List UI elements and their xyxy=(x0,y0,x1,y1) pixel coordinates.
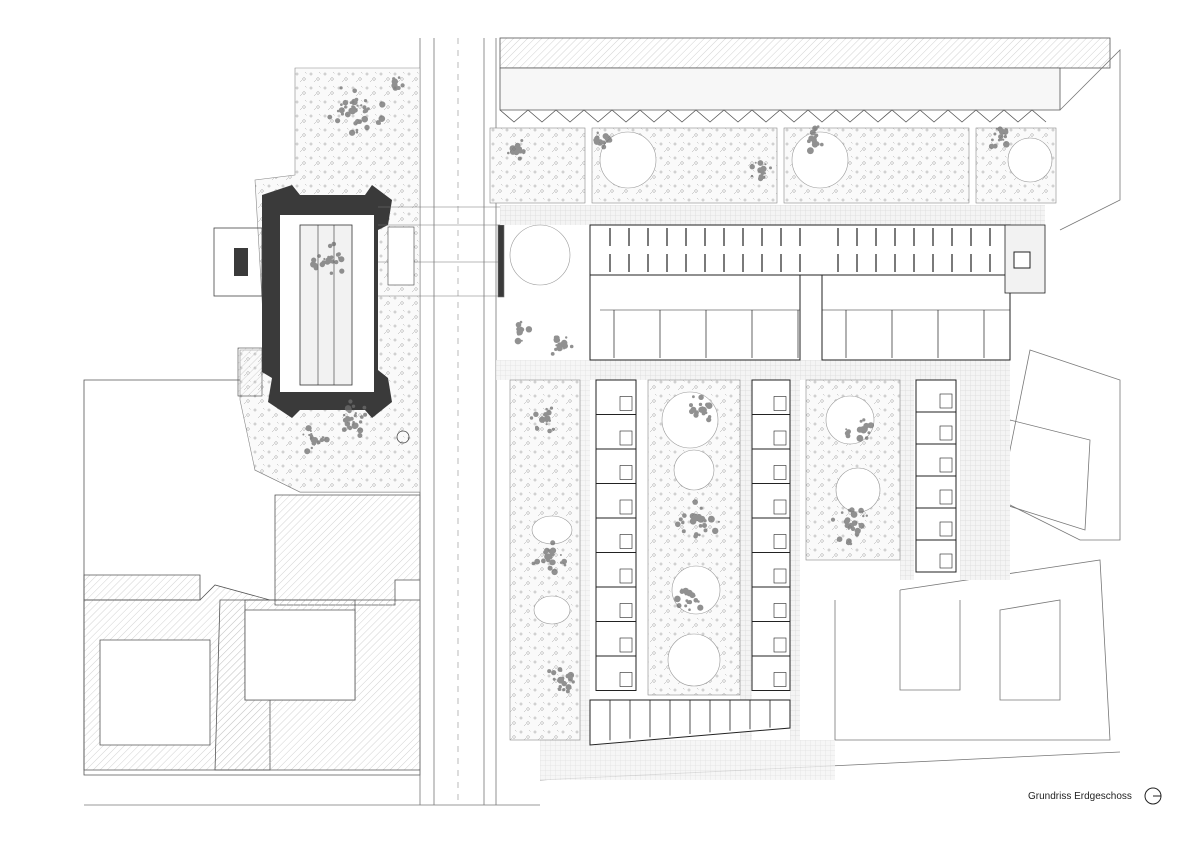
main-building xyxy=(589,224,1046,361)
connection-bridge xyxy=(378,206,505,298)
north-arrow-icon xyxy=(1144,787,1162,805)
top-buildings xyxy=(499,37,1111,123)
paving xyxy=(496,205,1045,780)
trees xyxy=(302,76,1010,694)
bottom-row xyxy=(589,699,791,746)
drawing-caption: Grundriss Erdgeschoss xyxy=(1028,791,1132,802)
castle-building xyxy=(213,185,410,444)
surrounding-buildings xyxy=(83,379,421,776)
main-building-partitions xyxy=(609,228,991,358)
top-gardens xyxy=(489,127,1057,286)
housing-units xyxy=(595,379,957,691)
